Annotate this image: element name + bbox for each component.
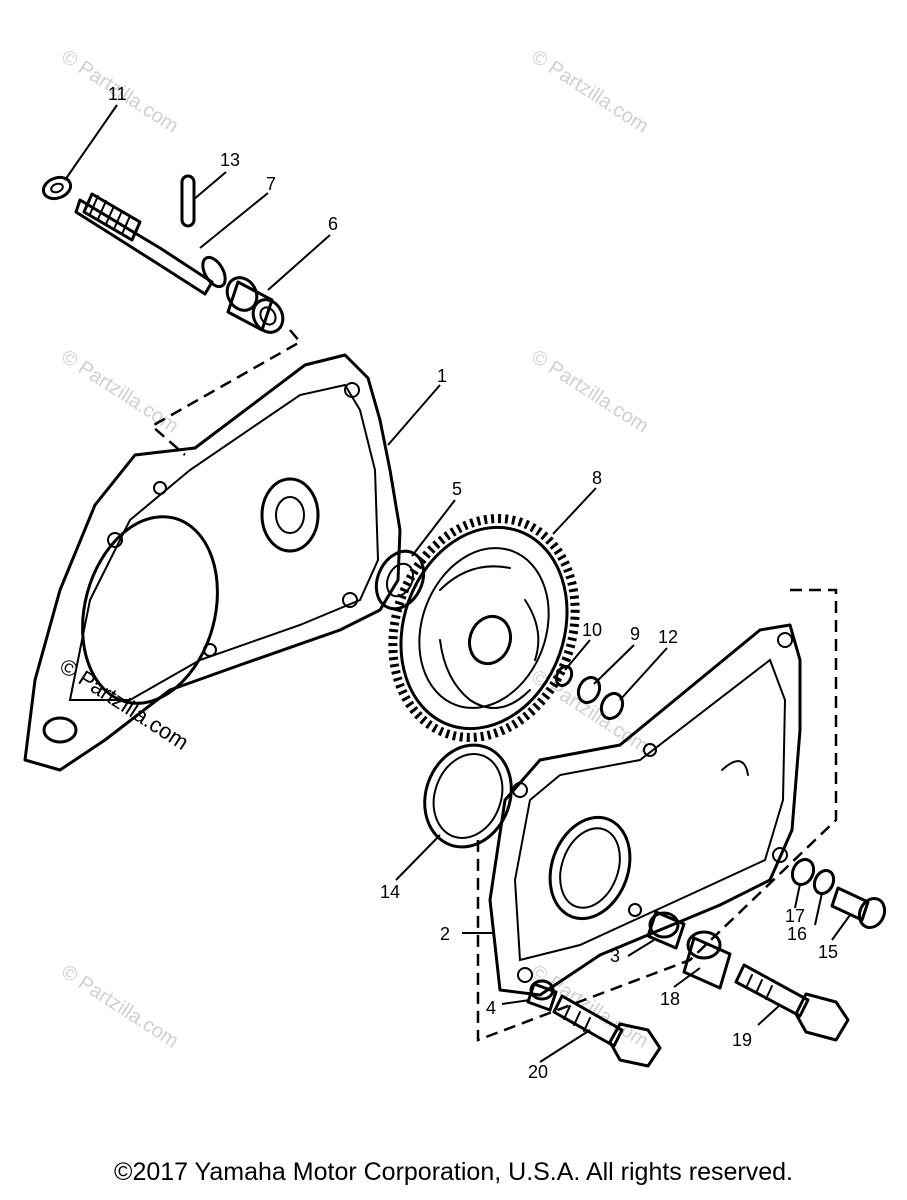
callout-14: 14: [380, 882, 400, 902]
part-18-collar: [682, 930, 732, 990]
part-8-gear: [388, 514, 580, 742]
part-13-pin: [180, 174, 196, 228]
part-7-worm-shaft: [74, 192, 227, 296]
watermark: © Partzilla.com: [527, 961, 652, 1053]
callout-20: 20: [528, 1062, 548, 1082]
assembly-bracket: [476, 588, 838, 1042]
part-15-bolt: [830, 886, 887, 930]
callout-10: 10: [582, 620, 602, 640]
part-17-washer: [790, 857, 816, 887]
callout-15: 15: [818, 942, 838, 962]
callout-19: 19: [732, 1030, 752, 1050]
callout-12: 12: [658, 627, 678, 647]
part-16-lock-washer: [812, 868, 836, 896]
alignment-line-upper: [149, 329, 302, 456]
part-2-inner-cover: [488, 623, 802, 997]
watermarks: © Partzilla.com © Partzilla.com © Partzi…: [57, 46, 652, 1053]
watermark: © Partzilla.com: [527, 46, 652, 138]
callout-labels: 11 13 7 6 1 5 8 10 9 12 14 2 3 4 18 19 2…: [108, 84, 838, 1082]
callout-2: 2: [440, 924, 450, 944]
callout-4: 4: [486, 998, 496, 1018]
part-6-bushing: [225, 276, 285, 334]
callout-5: 5: [452, 479, 462, 499]
callout-7: 7: [266, 174, 276, 194]
part-14-o-ring: [423, 743, 513, 849]
callout-8: 8: [592, 468, 602, 488]
callout-11: 11: [108, 84, 127, 104]
watermark: © Partzilla.com: [57, 346, 182, 438]
part-9-washer: [576, 675, 602, 705]
callout-16: 16: [787, 924, 807, 944]
callout-18: 18: [660, 989, 680, 1009]
watermark: © Partzilla.com: [57, 961, 182, 1053]
callout-17: 17: [785, 906, 805, 926]
callout-3: 3: [610, 946, 620, 966]
part-11-circlip: [41, 175, 73, 201]
watermark: © Partzilla.com: [527, 346, 652, 438]
callout-13: 13: [220, 150, 240, 170]
part-3-dowel: [646, 910, 686, 950]
leader-lines: [64, 104, 851, 1063]
part-19-flange-bolt: [734, 963, 850, 1042]
part-20-flange-bolt: [552, 994, 662, 1068]
callout-1: 1: [437, 366, 447, 386]
part-4-dowel: [526, 979, 558, 1012]
part-1-outer-cover: [23, 353, 402, 772]
copyright-notice: ©2017 Yamaha Motor Corporation, U.S.A. A…: [114, 1158, 793, 1186]
callout-9: 9: [630, 624, 640, 644]
part-12-washer: [599, 691, 625, 721]
callout-6: 6: [328, 214, 338, 234]
